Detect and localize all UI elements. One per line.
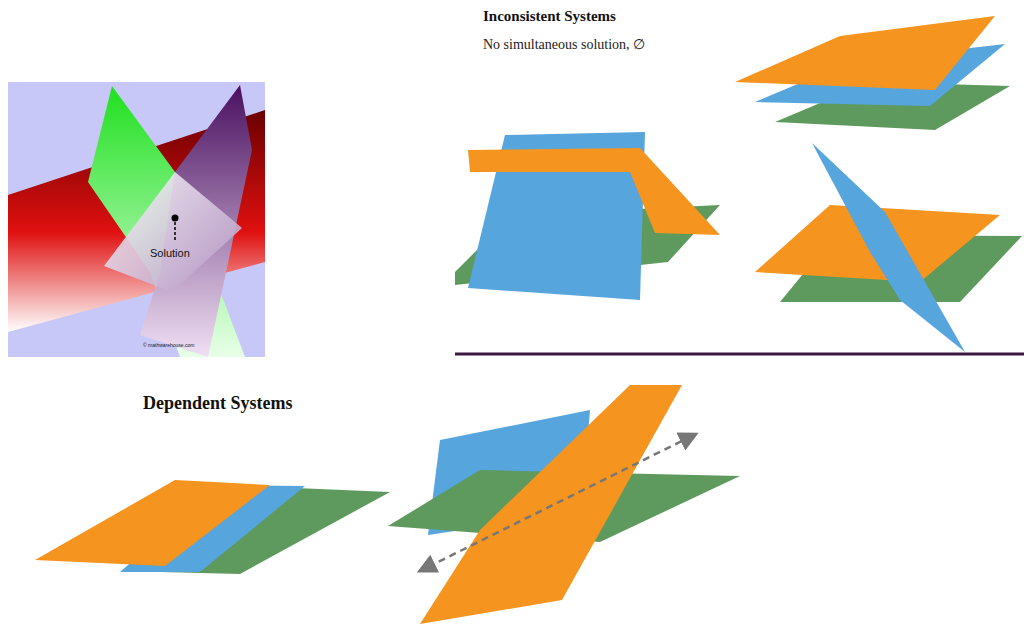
parallel-planes (735, 16, 1010, 130)
cut-parallel-planes (755, 143, 1022, 352)
watermark: © mathwarehouse.com (143, 342, 194, 348)
coincident-planes (35, 480, 390, 574)
section-heading: Dependent Systems (143, 393, 293, 414)
three-planes-picture (8, 82, 265, 357)
prism-planes (455, 132, 720, 300)
line-intersecting-planes (388, 385, 740, 624)
section-note: No simultaneous solution, ∅ (483, 36, 645, 53)
divider-line (455, 353, 1024, 356)
solution-label: Solution (150, 247, 190, 259)
section-heading: Inconsistent Systems (483, 8, 616, 25)
